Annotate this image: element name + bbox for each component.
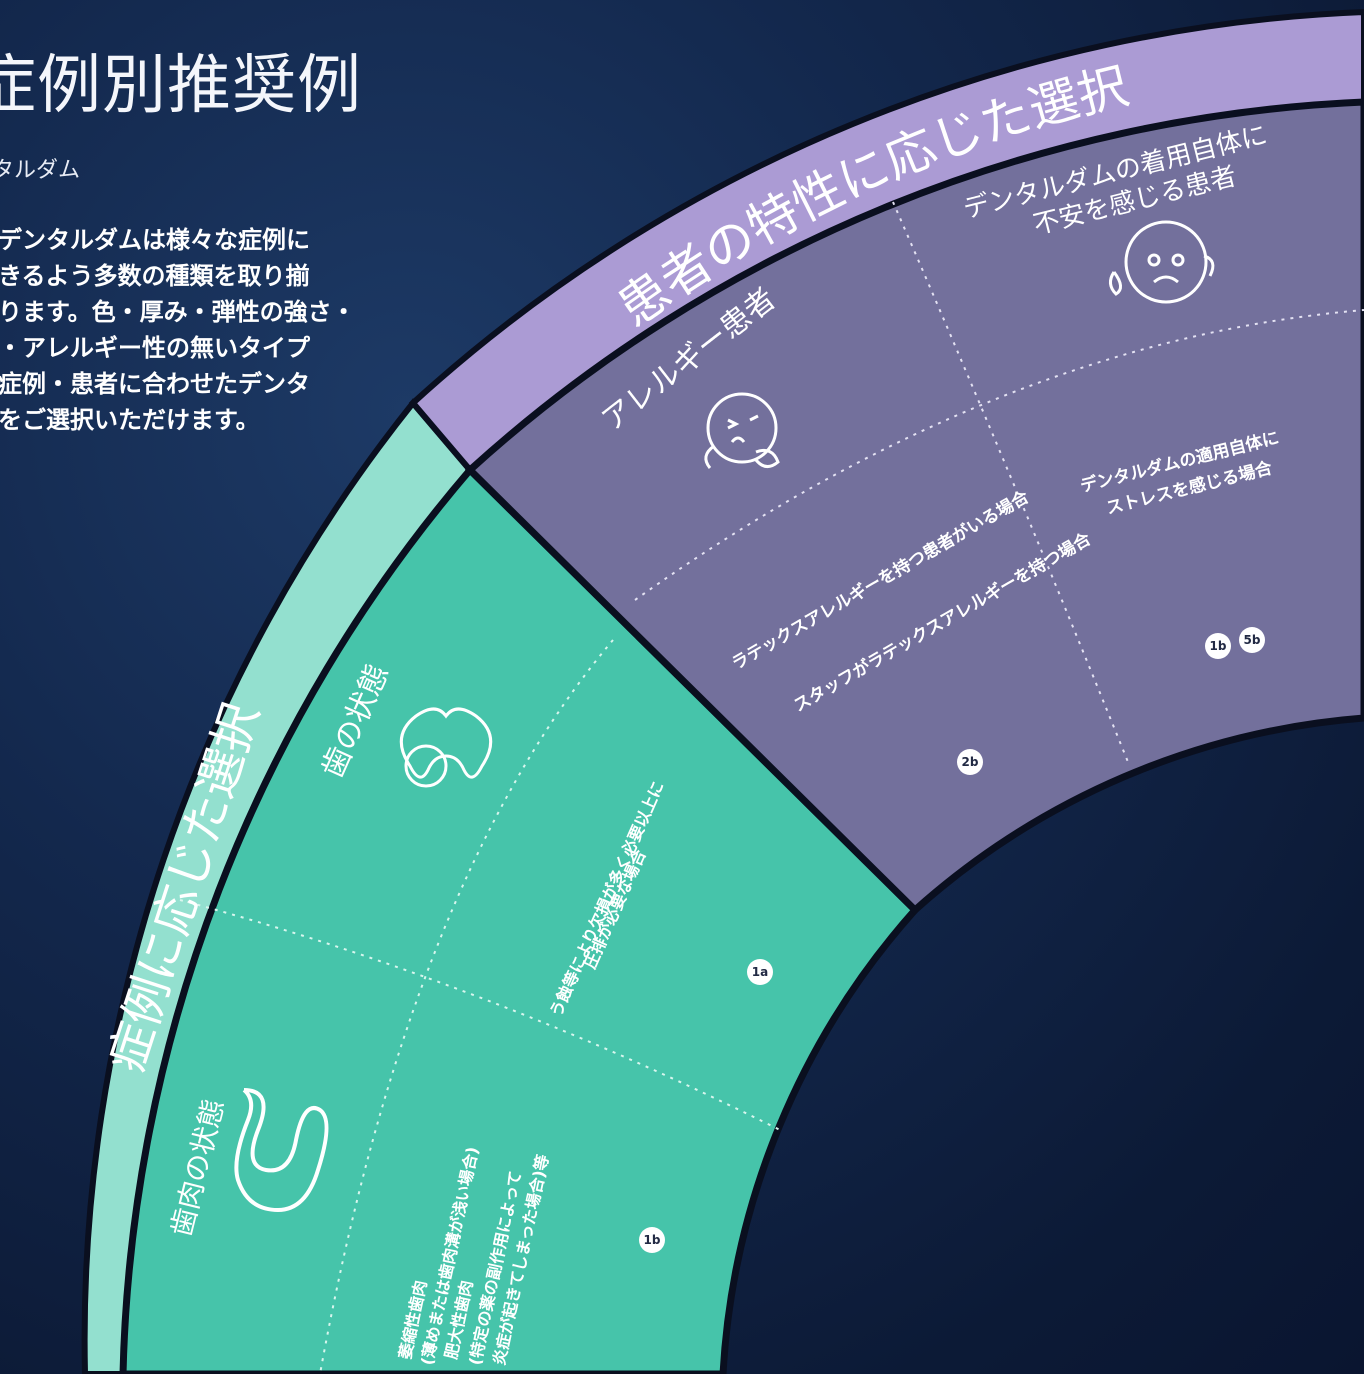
intro-line: ムをご選択いただけます。 <box>0 406 260 434</box>
anxious-face-icon <box>1109 220 1215 304</box>
tooth-icon <box>399 707 493 788</box>
patient-panel <box>464 98 1364 915</box>
svg-text:2b: 2b <box>962 755 979 769</box>
svg-text:5b: 5b <box>1244 633 1261 647</box>
intro-line: ズ・アレルギー性の無いタイプ <box>0 334 310 362</box>
anxious-badge-1b: 1b <box>1205 633 1231 659</box>
svg-text:1b: 1b <box>1210 639 1227 653</box>
patient-divider-radial <box>892 201 1129 763</box>
intro-line: 各症例・患者に合わせたデンタ <box>0 370 310 398</box>
page-title: 症例別推奨例 <box>0 49 362 123</box>
page-subtitle: タルダム <box>0 158 81 183</box>
anxious-badge-5b: 5b <box>1239 627 1265 653</box>
gum-icon <box>234 1088 329 1213</box>
intro-line: のデンタルダムは様々な症例に <box>0 226 310 254</box>
gum-badge-1b: 1b <box>639 1227 665 1253</box>
case-divider-radial <box>319 639 614 1374</box>
intro-line: おります。色・厚み・弾性の強さ・ <box>0 298 356 326</box>
case-divider-arc <box>179 899 781 1131</box>
allergy-badge-2b: 2b <box>957 749 983 775</box>
svg-text:1a: 1a <box>752 965 768 979</box>
tooth-badge-1a: 1a <box>747 959 773 985</box>
intro-paragraph: のデンタルダムは様々な症例に できるよう多数の種類を取り揃 おります。色・厚み・… <box>0 222 356 438</box>
svg-text:1b: 1b <box>644 1233 661 1247</box>
intro-line: できるよう多数の種類を取り揃 <box>0 262 310 290</box>
case-panel <box>119 464 920 1374</box>
allergy-face-icon <box>704 392 780 469</box>
